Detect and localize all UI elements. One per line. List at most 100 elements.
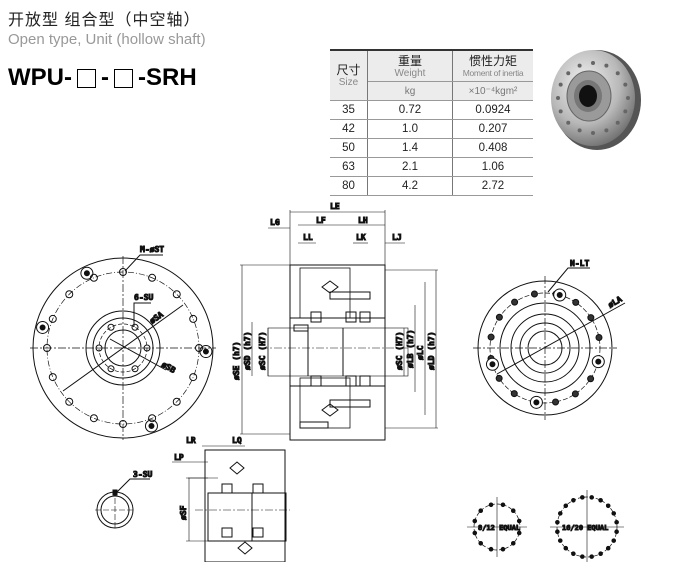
label-lj: LJ	[392, 233, 402, 242]
hole-mark-icon	[500, 546, 506, 552]
hole-mark-icon	[589, 495, 594, 500]
screw-hole-icon	[36, 320, 50, 334]
bolt-icon	[566, 71, 571, 76]
equal-pattern-16-20	[550, 490, 624, 562]
cell-size: 50	[330, 138, 368, 158]
screw-hole-icon	[199, 345, 213, 359]
bolt-hole-icon	[172, 290, 181, 299]
cell-inertia: 0.408	[452, 138, 533, 158]
bolt-hole-icon	[107, 323, 115, 331]
size-cn: 尺寸	[336, 63, 361, 77]
label-m-st: M-øST	[140, 245, 164, 254]
label-lf: LF	[316, 216, 326, 225]
label-6-su: 6-SU	[134, 293, 153, 302]
bolt-hole-icon	[95, 344, 103, 352]
hole-mark-icon	[614, 529, 619, 534]
bolt-hole-icon	[119, 268, 127, 276]
bolt-hole-icon	[172, 397, 181, 406]
hole-mark-icon	[611, 538, 617, 543]
bolt-hole-icon	[148, 273, 157, 282]
screw-hole-icon	[39, 324, 46, 331]
bolt-icon	[604, 128, 609, 133]
screw-hole-icon	[489, 361, 496, 368]
model-prefix: WPU-	[8, 64, 72, 91]
label-sa: øSA	[148, 310, 165, 326]
hole-mark-icon	[563, 503, 569, 509]
label-sd: øSD (h7)	[243, 331, 252, 370]
hole-mark-icon	[611, 511, 617, 516]
inertia-en: Moment of inertia	[462, 67, 524, 78]
hole-mark-icon	[580, 554, 585, 559]
equal-pattern-8-12	[467, 497, 527, 557]
label-8-12-equal: 8/12 EQUAL	[478, 524, 520, 532]
bolt-icon	[604, 63, 609, 68]
label-3-su: 3-SU	[133, 470, 152, 479]
label-ld: øLD (h7)	[427, 331, 436, 370]
label-la: øLA	[607, 295, 624, 310]
bolt-icon	[558, 82, 563, 87]
bolt-hole-icon	[119, 420, 127, 428]
hole-mark-icon	[598, 551, 603, 557]
bolt-hole-icon	[487, 333, 495, 341]
bolt-icon	[577, 128, 582, 133]
bolt-hole-icon	[587, 375, 595, 383]
hole-mark-icon	[580, 495, 585, 500]
product-photo	[551, 50, 641, 150]
bolt-hole-icon	[143, 344, 151, 352]
hole-mark-icon	[510, 540, 516, 546]
bolt-icon	[626, 96, 630, 100]
bolt-icon	[591, 61, 595, 65]
bolt-hole-icon	[572, 298, 580, 306]
label-lr: LR	[186, 436, 196, 445]
hole-mark-icon	[472, 530, 478, 536]
hole-mark-icon	[472, 518, 478, 524]
weight-unit: kg	[367, 81, 453, 101]
hole-mark-icon	[555, 520, 560, 525]
bolt-hole-icon	[107, 365, 115, 373]
inertia-unit: ×10⁻⁴kgm²	[452, 81, 533, 101]
bolt-hole-icon	[530, 290, 538, 298]
section-view	[240, 210, 438, 441]
bolt-icon	[591, 131, 595, 135]
screw-hole-icon	[202, 348, 209, 355]
screw-hole-icon	[595, 358, 602, 365]
hole-mark-icon	[557, 538, 563, 543]
bolt-icon	[615, 71, 620, 76]
bolt-hole-icon	[48, 314, 57, 323]
spec-table: 尺寸 Size 重量 Weight 惯性力矩 Moment of inertia…	[330, 49, 533, 196]
cell-weight: 4.2	[367, 176, 453, 196]
bolt-hole-icon	[89, 414, 98, 423]
hole-mark-icon	[571, 497, 576, 503]
cell-size: 80	[330, 176, 368, 196]
bolt-hole-icon	[595, 333, 603, 341]
bolt-hole-icon	[495, 374, 503, 382]
bolt-icon	[556, 96, 560, 100]
screw-hole-icon	[144, 419, 158, 433]
label-lg: LG	[270, 218, 280, 227]
bolt-hole-icon	[571, 390, 579, 398]
cell-inertia: 2.72	[452, 176, 533, 196]
model-suffix: -SRH	[137, 64, 197, 91]
hole-mark-icon	[488, 502, 494, 508]
label-se: øSE (h7)	[232, 341, 241, 380]
bolt-hole-icon	[510, 390, 518, 398]
weight-cn: 重量	[397, 53, 422, 68]
hole-mark-icon	[516, 530, 522, 536]
cell-weight: 2.1	[367, 157, 453, 177]
bolt-hole-icon	[195, 344, 203, 352]
size-en: Size	[338, 77, 359, 88]
hole-mark-icon	[605, 503, 611, 509]
bolt-hole-icon	[48, 373, 57, 382]
hole-mark-icon	[555, 529, 560, 534]
screw-hole-icon	[83, 270, 90, 277]
label-lc: øLC	[416, 345, 425, 360]
bolt-icon	[566, 120, 571, 125]
inertia-cn: 惯性力矩	[468, 53, 517, 68]
hole-mark-icon	[589, 554, 594, 559]
title-chinese: 开放型 组合型（中空轴）	[8, 12, 201, 29]
bolt-hole-icon	[587, 314, 595, 322]
